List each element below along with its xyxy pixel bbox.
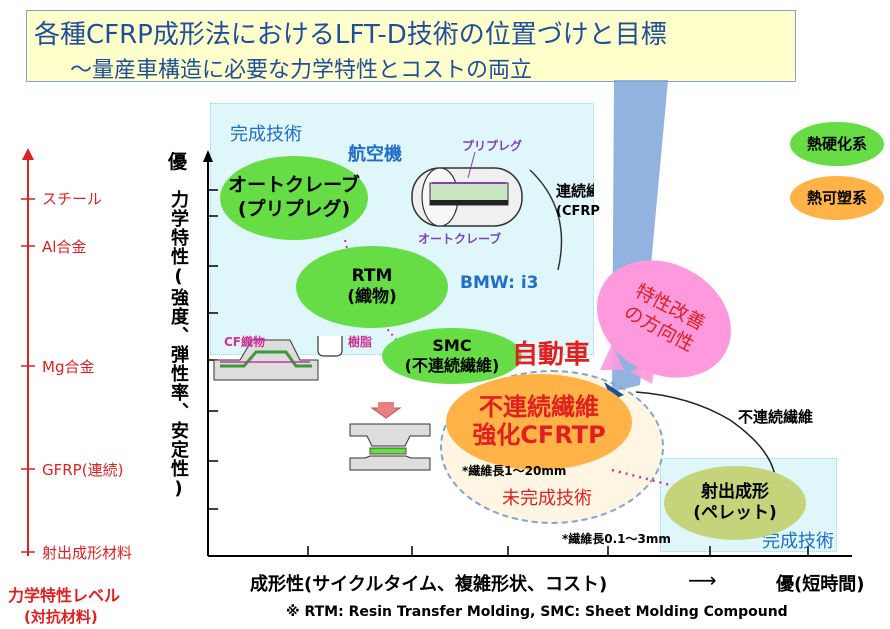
aircraft-fuselage-icon [411,167,523,227]
cfrp-label: (CFRP [556,204,600,219]
x-axis-arrow: ⟶ [688,568,717,592]
level-injection-material: 射出成形材料 [42,544,133,562]
y-axis-top-label: 優 [168,151,188,173]
cfrtp-blob: 不連続繊維 強化CFRTP [446,374,632,470]
level-caption: 力学特性レベル [8,586,121,605]
injection-label: 射出成形 [701,481,769,502]
autoclave-label: オートクレーブ [228,174,360,197]
prepreg-label: プリプレグ [462,139,523,153]
continuous-fiber-label: 連続繊維 [556,182,594,200]
bmw-label: BMW: i3 [460,273,539,293]
rtm-mold-sketch [213,336,343,381]
cfrtp-label: 不連続繊維 [479,393,599,422]
rtm-blob: RTM (織物) [296,246,448,328]
title-box [26,10,796,82]
resin-label: 樹脂 [348,335,373,349]
cfrtp-sublabel: 強化CFRTP [472,421,606,449]
x-axis-ticks [307,546,809,556]
rtm-sublabel: (織物) [347,287,397,307]
smc-sublabel: (不連続繊維) [404,356,500,375]
level-al-alloy: Al合金 [42,238,87,256]
level-steel: スチール [42,190,103,208]
fiber-length-label-1: *繊維長1～20mm [462,464,567,478]
complete-tech-label-top: 完成技術 [230,124,302,145]
y-axis-label: 力学特性(強度、弾性率、安定性) [168,190,189,500]
legend-thermoplastic-label: 熱可塑系 [806,188,867,207]
injection-blob: 射出成形 (ペレット) [664,466,806,540]
level-axis-arrow [22,148,34,160]
legend-thermoset-label: 熱硬化系 [806,134,867,153]
discontinuous-fiber-label: 不連続繊維 [738,408,814,426]
x-axis-label: 成形性(サイクルタイム、複雑形状、コスト) [250,574,608,595]
prepreg-leader [467,151,476,179]
continuous-fiber-bracket [529,169,563,271]
footnote: ※ RTM: Resin Transfer Molding, SMC: Shee… [286,604,788,620]
discontinuous-fiber-leader [635,391,776,477]
level-mg-alloy: Mg合金 [42,358,95,376]
legend-thermoplastic: 熱可塑系 [790,176,884,220]
autoclave-sublabel: (プリプレグ) [237,198,351,220]
smc-blob: SMC (不連続繊維) [382,328,522,384]
callout-arrow-head [604,382,624,400]
level-gfrp: GFRP(連続) [42,461,124,479]
level-caption-sub: (対抗材料) [24,608,98,626]
automobile-label: 自動車 [512,340,591,370]
autoclave-blob: オートクレーブ (プリプレグ) [220,156,368,240]
x-axis-right-label: 優(短時間) [776,574,865,595]
press-mold-sketch [349,402,431,471]
page-subtitle: ～量産車構造に必要な力学特性とコストの両立 [70,58,533,83]
page-title: 各種CFRP成形法におけるLFT-D技術の位置づけと目標 [34,20,667,50]
y-axis-arrow [203,150,213,162]
rtm-label: RTM [351,265,393,286]
injection-sublabel: (ペレット) [693,503,777,523]
legend-thermoset: 熱硬化系 [790,122,884,166]
cf-fabric-label: CF織物 [224,335,266,349]
improvement-arrow [600,344,624,370]
aircraft-label: 航空機 [348,144,402,165]
incomplete-tech-label: 未完成技術 [502,488,592,509]
fiber-length-label-2: *繊維長0.1～3mm [562,532,671,546]
complete-tech-label-bottom: 完成技術 [762,531,834,552]
autoclave-small-label: オートクレーブ [418,232,502,246]
y-axis-ticks [208,189,218,510]
smc-label: SMC [432,336,472,355]
